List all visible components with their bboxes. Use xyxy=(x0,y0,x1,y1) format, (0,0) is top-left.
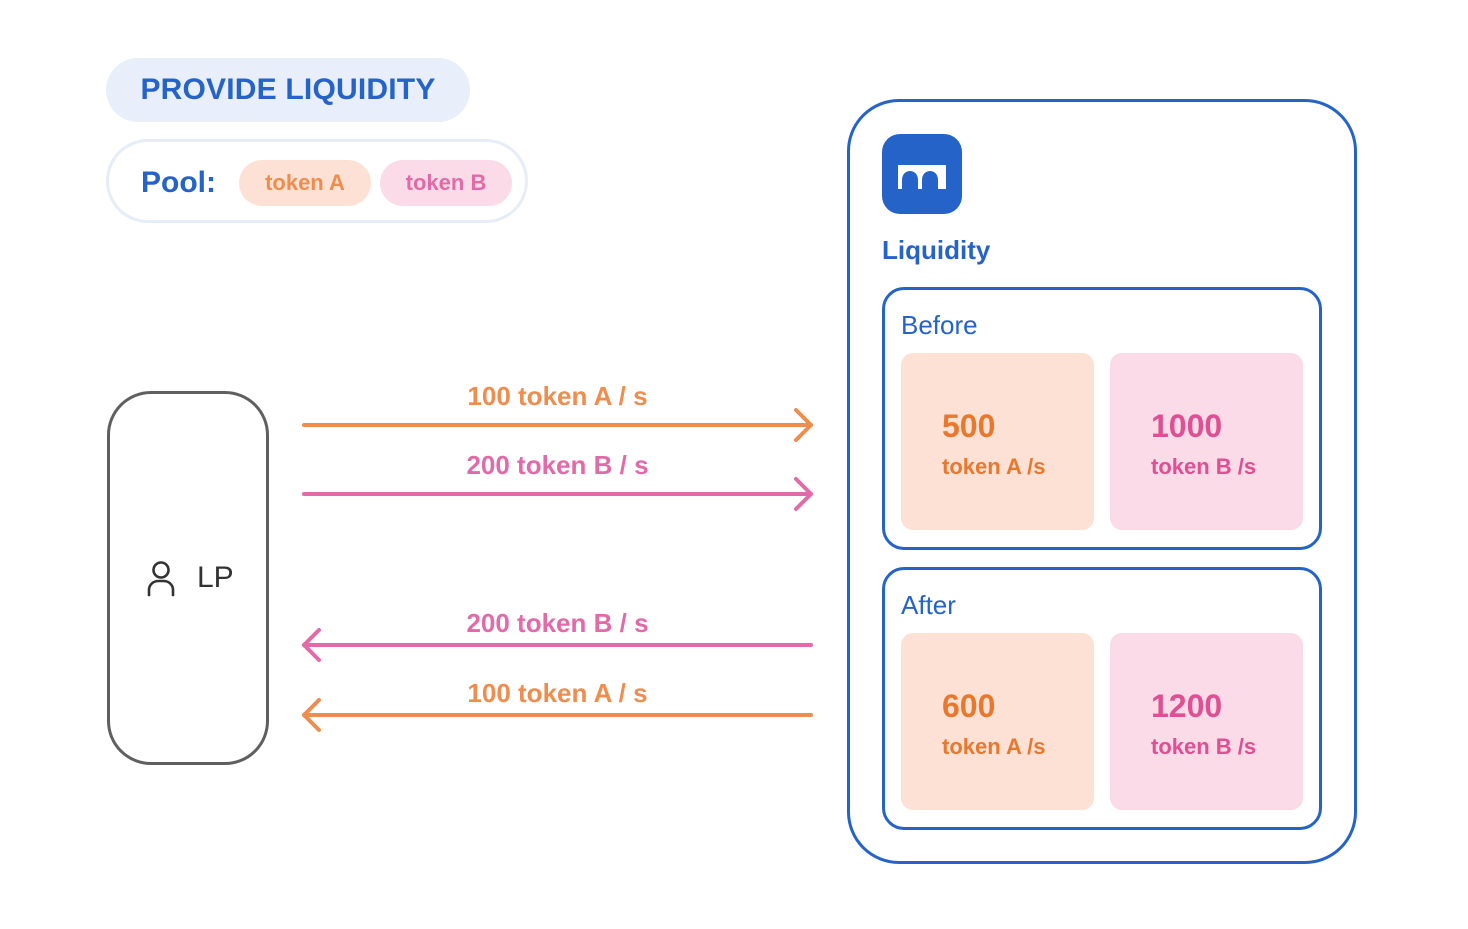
diagram-title: PROVIDE LIQUIDITY xyxy=(140,73,436,106)
after-label: After xyxy=(901,590,956,620)
lp-label: LP xyxy=(197,561,234,594)
after-section xyxy=(882,567,1322,830)
after-token-b-unit: token B /s xyxy=(1151,734,1257,759)
arrow-in-token-a xyxy=(302,408,813,442)
lp-box xyxy=(107,391,269,765)
before-section xyxy=(882,287,1322,550)
flow-in-token-b-label: 200 token B / s xyxy=(466,450,649,480)
flow-out-token-a-label: 100 token A / s xyxy=(467,678,648,708)
pool-token-b-chip: token B xyxy=(380,160,512,206)
arrow-in-token-b xyxy=(302,477,813,511)
arrow-out-token-b xyxy=(302,628,813,662)
user-icon xyxy=(146,560,176,603)
pool-token-a-label: token A xyxy=(265,170,345,195)
title-pill: PROVIDE LIQUIDITY xyxy=(106,58,470,122)
pool-token-b-label: token B xyxy=(405,170,487,195)
after-token-b-value: 1200 xyxy=(1151,688,1223,724)
flow-in-token-a-label: 100 token A / s xyxy=(467,381,648,411)
arrow-out-token-a xyxy=(302,698,813,732)
app-title: Liquidity xyxy=(882,235,991,265)
after-token-b-card xyxy=(1110,633,1303,810)
before-token-a-card xyxy=(901,353,1094,530)
app-frame xyxy=(847,99,1357,864)
before-label: Before xyxy=(901,310,978,340)
before-token-a-value: 500 xyxy=(942,408,996,444)
pool-label: Pool: xyxy=(141,166,216,199)
before-token-b-value: 1000 xyxy=(1151,408,1223,444)
pool-token-a-chip: token A xyxy=(239,160,371,206)
pool-container xyxy=(106,139,528,223)
after-token-a-unit: token A /s xyxy=(942,734,1046,759)
bridge-logo-icon xyxy=(882,134,962,214)
before-token-b-card xyxy=(1110,353,1303,530)
before-token-b-unit: token B /s xyxy=(1151,454,1257,479)
flow-out-token-b-label: 200 token B / s xyxy=(466,608,649,638)
after-token-a-card xyxy=(901,633,1094,810)
after-token-a-value: 600 xyxy=(942,688,996,724)
before-token-a-unit: token A /s xyxy=(942,454,1046,479)
